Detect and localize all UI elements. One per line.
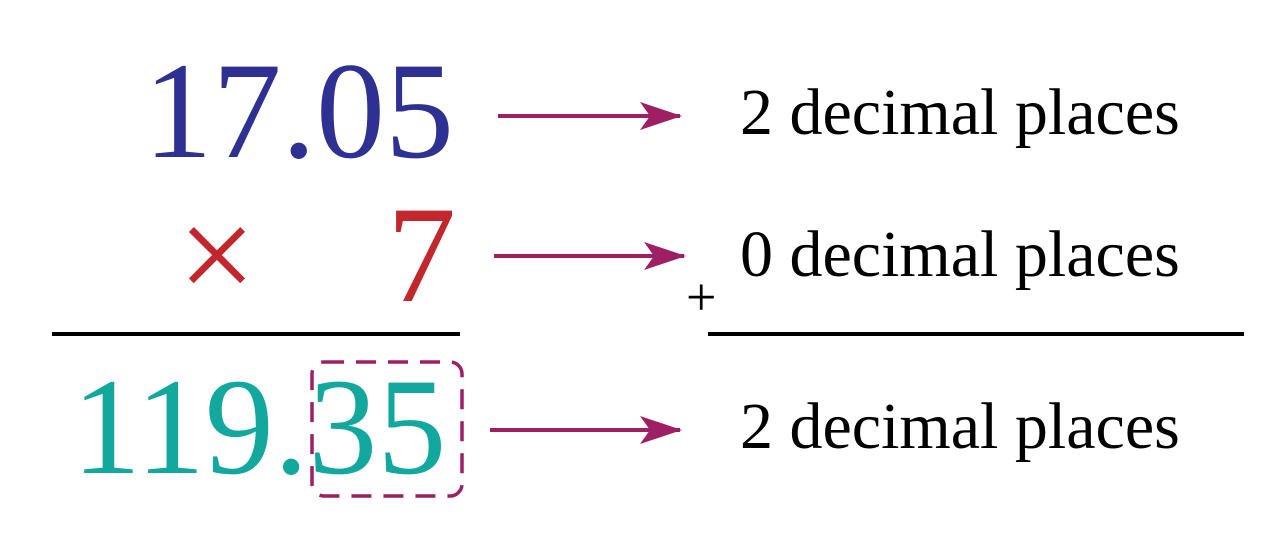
product-whole-part: 119. (72, 350, 309, 503)
multiplicand: 17.05 (143, 34, 455, 187)
product-decimal-label: 2 decimal places (740, 390, 1180, 463)
multiplier: 7 (387, 178, 456, 331)
plus-sign: + (686, 267, 717, 327)
multiplier-decimal-label: 0 decimal places (740, 218, 1180, 291)
product: 119.35 (72, 358, 446, 496)
multiplicand-decimal-label: 2 decimal places (740, 76, 1180, 149)
product-decimal-part: 35 (308, 350, 447, 503)
decimal-digits-highlight-box (310, 360, 464, 498)
multiply-operator: × (178, 178, 256, 331)
